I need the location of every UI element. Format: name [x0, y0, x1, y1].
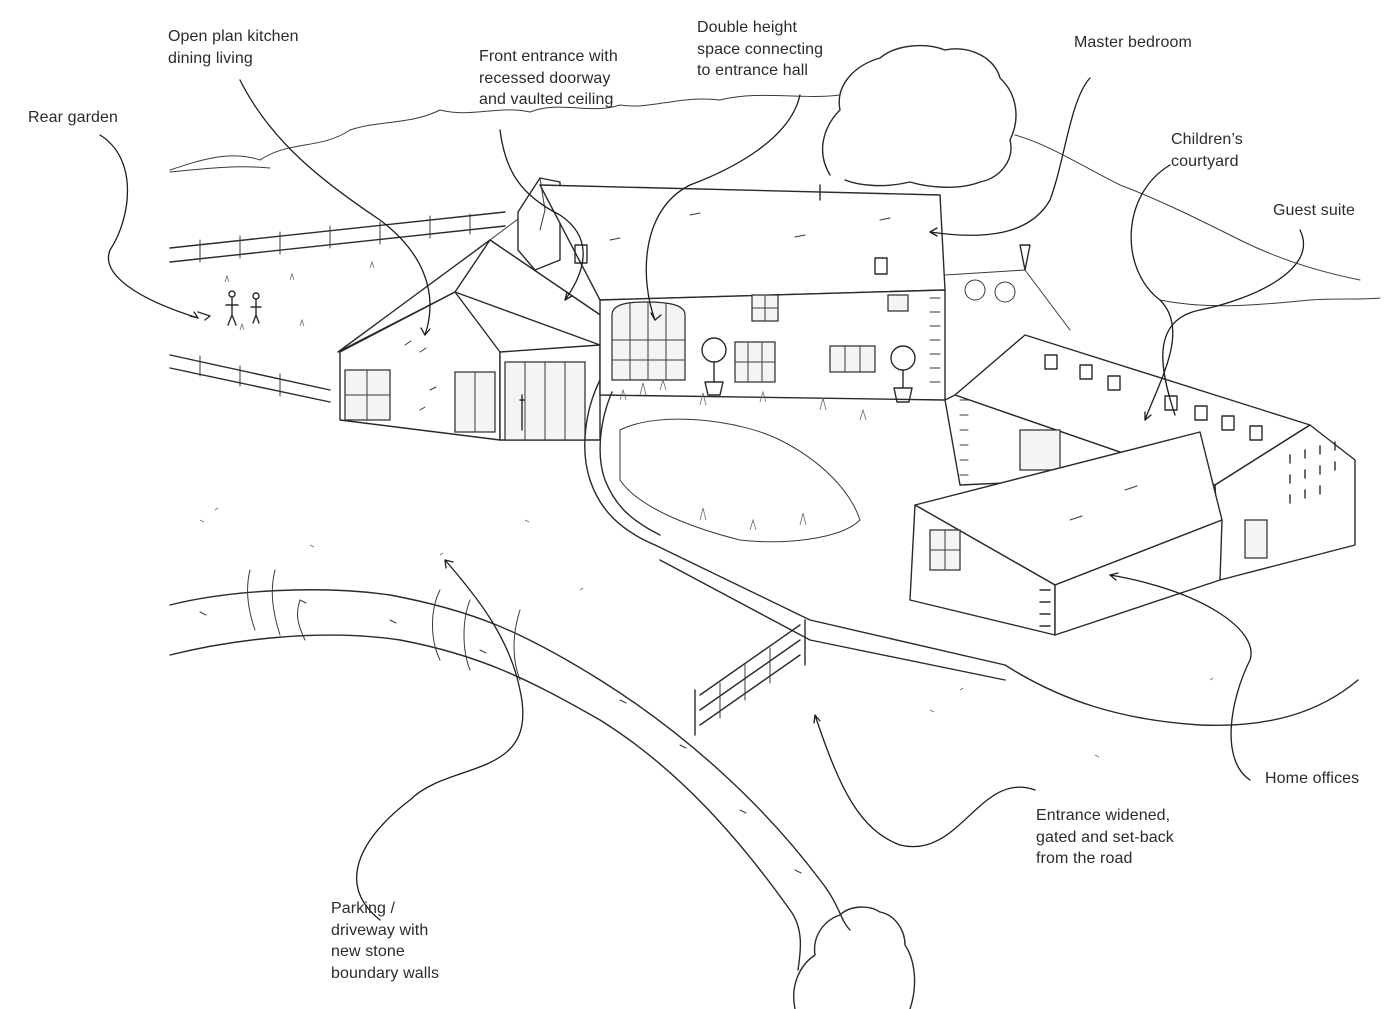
childrens-courtyard: [944, 134, 1381, 331]
label-double-height: Double height space connecting to entran…: [697, 19, 824, 79]
kitchen-wing: [337, 209, 616, 441]
label-parking: Parking / driveway with new stone bounda…: [331, 900, 440, 982]
tree-foreground: [793, 906, 916, 1009]
label-entrance-widened: Entrance widened, gated and set-back fro…: [1036, 807, 1174, 867]
roadside-trees: [247, 569, 521, 681]
road: [169, 589, 1359, 971]
label-rear-garden: Rear garden: [28, 109, 119, 126]
label-open-plan: Open plan kitchen dining living: [168, 28, 299, 67]
front-gate: [694, 619, 806, 736]
tree-behind: [821, 44, 1017, 188]
garden-figures: [197, 260, 375, 331]
ground-texture: [199, 507, 1214, 758]
label-front-entrance: Front entrance with recessed doorway and…: [479, 48, 618, 108]
label-childrens-courtyard: Children’s courtyard: [1171, 131, 1243, 170]
main-house: [539, 184, 946, 403]
label-master-bedroom: Master bedroom: [1074, 34, 1192, 51]
label-guest-suite: Guest suite: [1273, 202, 1356, 219]
guest-suite-wing: [944, 334, 1356, 581]
background-hedge: [169, 94, 841, 173]
rear-garden-fence: [169, 211, 506, 403]
home-offices-barn: [909, 431, 1223, 636]
front-garden-wall: [584, 378, 1006, 681]
label-home-offices: Home offices: [1265, 770, 1360, 787]
leader-lines: [99, 77, 1305, 921]
